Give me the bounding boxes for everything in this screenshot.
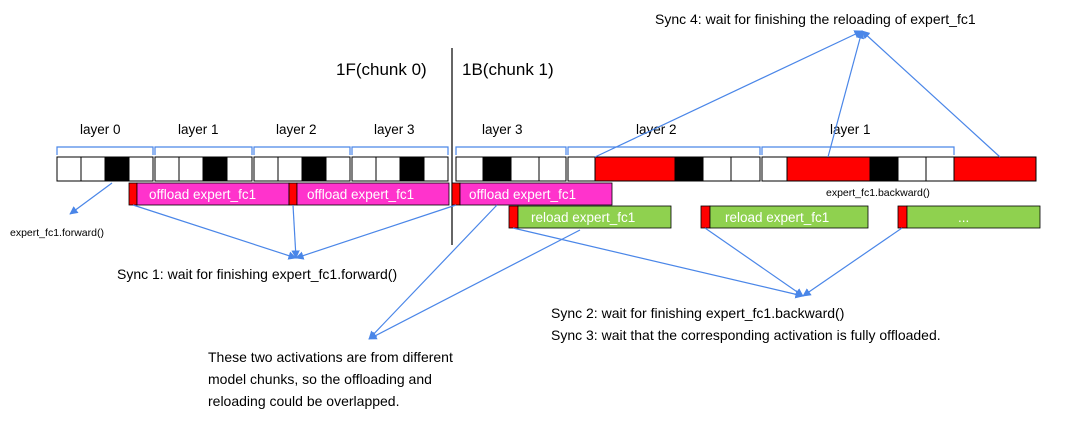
cell-expert <box>104 156 130 182</box>
cell-expert <box>399 156 425 182</box>
arrow-note <box>368 229 581 340</box>
cell <box>455 156 484 182</box>
chunk-backward-label: 1B(chunk 1) <box>462 60 554 79</box>
cell <box>351 156 377 182</box>
offload-bar-label: offload expert_fc1 <box>149 187 256 202</box>
arrow-note <box>368 204 498 340</box>
layer-label: layer 3 <box>482 122 523 137</box>
cell <box>567 156 596 182</box>
layer-label: layer 1 <box>178 122 219 137</box>
offload-bar <box>459 182 613 206</box>
cell <box>277 156 303 182</box>
arrows <box>69 30 1001 340</box>
cell-expert <box>869 156 899 182</box>
cell <box>325 156 351 182</box>
cell <box>128 156 154 182</box>
reload-start-marker <box>700 205 711 229</box>
layer-bracket <box>761 146 955 155</box>
offload-bar <box>296 182 450 206</box>
cell <box>178 156 204 182</box>
cell <box>226 156 253 182</box>
layer-bracket <box>154 146 253 155</box>
offload-start-marker <box>288 182 298 206</box>
cell <box>80 156 106 182</box>
reload-start-marker <box>897 205 908 229</box>
note-line: reloading could be overlapped. <box>208 393 399 409</box>
timeline-row <box>56 156 1037 182</box>
cell <box>253 156 279 182</box>
cell <box>510 156 540 182</box>
offload-start-marker <box>451 182 461 206</box>
cell-expert <box>674 156 704 182</box>
arrow-sync4 <box>594 30 863 158</box>
note-line: model chunks, so the offloading and <box>208 371 432 387</box>
cell <box>423 156 449 182</box>
cell-backward-red <box>594 156 676 182</box>
reload-bar <box>517 205 672 229</box>
cell <box>702 156 732 182</box>
cell <box>897 156 927 182</box>
reload-bar-label: reload expert_fc1 <box>531 210 635 225</box>
offload-bar-label: offload expert_fc1 <box>469 187 576 202</box>
cell-expert <box>482 156 512 182</box>
forward-call-label: expert_fc1.forward() <box>10 227 104 239</box>
cell <box>56 156 82 182</box>
arrow-sync1 <box>291 204 300 259</box>
sync3-label: Sync 3: wait that the corresponding acti… <box>551 327 941 343</box>
layer-bracket <box>351 146 449 155</box>
cell-expert <box>202 156 228 182</box>
layer-label: layer 2 <box>276 122 317 137</box>
layer-label: layer 3 <box>374 122 415 137</box>
cell-expert <box>301 156 327 182</box>
backward-call-label: expert_fc1.backward() <box>826 187 930 199</box>
layer-brackets <box>56 146 955 155</box>
cell <box>925 156 955 182</box>
reload-bars: reload expert_fc1 reload expert_fc1 ... <box>508 205 1041 229</box>
arrow-sync4 <box>861 30 1001 158</box>
offload-bar-label: offload expert_fc1 <box>307 187 414 202</box>
cell <box>538 156 567 182</box>
cell-backward-red <box>953 156 1037 182</box>
reload-start-marker <box>508 205 519 229</box>
offload-bars: offload expert_fc1 offload expert_fc1 of… <box>128 182 613 206</box>
sync2-label: Sync 2: wait for finishing expert_fc1.ba… <box>551 305 844 321</box>
layer-bracket <box>56 146 154 155</box>
arrow-sync2 <box>802 227 903 297</box>
arrow-sync2 <box>512 227 804 299</box>
reload-bar <box>906 205 1041 229</box>
arrow-sync4 <box>827 30 865 158</box>
cell <box>154 156 180 182</box>
sync4-label: Sync 4: wait for finishing the reloading… <box>655 11 976 27</box>
offload-start-marker <box>128 182 138 206</box>
cell <box>730 156 761 182</box>
layer-label: layer 0 <box>80 122 121 137</box>
arrow-sync2 <box>704 227 804 297</box>
layer-bracket <box>253 146 351 155</box>
sync1-label: Sync 1: wait for finishing expert_fc1.fo… <box>117 266 397 282</box>
reload-bar <box>709 205 869 229</box>
chunk-forward-label: 1F(chunk 0) <box>336 60 427 79</box>
arrow-sync1 <box>132 204 297 260</box>
arrow-forward-call <box>69 182 113 215</box>
reload-bar-label: ... <box>958 210 969 225</box>
arrow-sync1 <box>295 204 457 260</box>
note-line: These two activations are from different <box>208 349 453 365</box>
layer-bracket <box>567 146 761 155</box>
cell-backward-red <box>786 156 871 182</box>
layer-label: layer 1 <box>830 122 871 137</box>
layer-bracket <box>455 146 567 155</box>
cell <box>375 156 401 182</box>
cell <box>761 156 788 182</box>
reload-bar-label: reload expert_fc1 <box>725 210 829 225</box>
